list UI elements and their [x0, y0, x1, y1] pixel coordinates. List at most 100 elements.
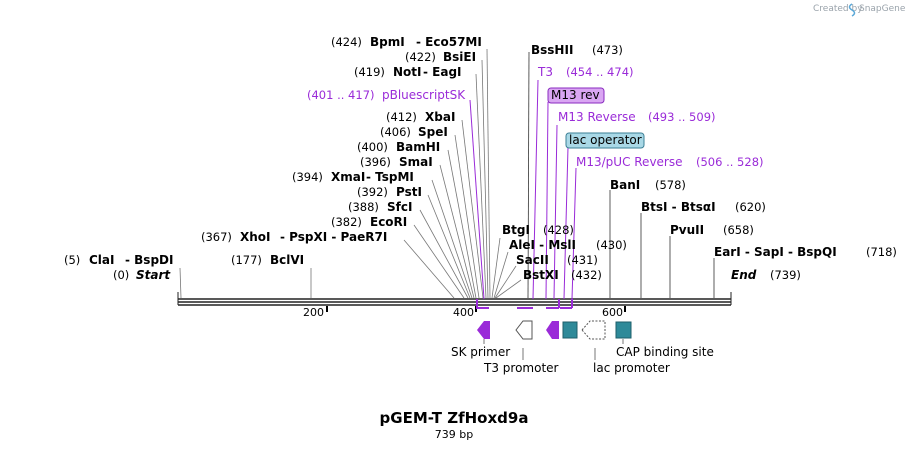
enzyme-name: BpmI [370, 35, 405, 49]
enzyme-pos: (382) [331, 215, 362, 229]
enzyme-name: EcoRI [370, 215, 407, 229]
enzyme-name: EarI - SapI - BspQI [714, 245, 837, 259]
ruler-tick-600: 600 [602, 306, 626, 319]
lac-operator-feature-icon [562, 321, 578, 339]
ruler-label-200: 200 [303, 306, 324, 319]
primer-pos: (493 .. 509) [648, 110, 716, 124]
enzyme-label-bpmi: (424) BpmI - Eco57MI [331, 35, 482, 49]
enzyme-extra: - BspDI [125, 253, 173, 267]
enzyme-name: NotI [393, 65, 422, 79]
enzyme-name: XmaI [331, 170, 365, 184]
enzyme-leader-lines [179, 48, 715, 299]
end-text: End [731, 268, 757, 282]
enzyme-extra: - PspXI - PaeR7I [280, 230, 387, 244]
t3-promoter-arrow-icon [515, 320, 533, 340]
snapgene-logo-icon [848, 3, 856, 17]
enzyme-label-bamhi: (400) BamHI [357, 140, 440, 154]
enzyme-pos: (177) [231, 253, 262, 267]
enzyme-label-xhoi: (367) XhoI - PspXI - PaeR7I [201, 230, 387, 244]
enzyme-label-alei: AleI - MslI (430) [509, 238, 627, 252]
enzyme-label-clai: (5) ClaI - BspDI [64, 253, 173, 267]
enzyme-name: BstXI [523, 268, 559, 282]
enzyme-name: BtsI - BtsαI [641, 200, 716, 214]
primer-name: M13 Reverse [558, 110, 636, 124]
ruler-label-600: 600 [602, 306, 623, 319]
ruler-label-400: 400 [453, 306, 474, 319]
enzyme-label-smai: (396) SmaI [360, 155, 433, 169]
enzyme-label-xmai: (394) XmaI - TspMI [292, 170, 414, 184]
enzyme-label-bclvi: (177) BclVI [231, 253, 304, 267]
ruler-tick-200: 200 [303, 306, 328, 319]
credit-brand: SnapGene [859, 4, 906, 14]
enzyme-pos: (400) [357, 140, 388, 154]
m13-rev-text: M13 rev [551, 88, 600, 102]
enzyme-name: ClaI [89, 253, 114, 267]
enzyme-name: SmaI [399, 155, 433, 169]
primer-name: pBluescriptSK [382, 88, 466, 102]
enzyme-extra: - EagI [423, 65, 462, 79]
enzyme-name: PvuII [670, 223, 704, 237]
enzyme-name: BssHII [531, 43, 573, 57]
enzyme-label-eari: EarI - SapI - BspQI (718) [714, 245, 897, 259]
enzyme-label-noti: (419) NotI - EagI [354, 65, 462, 79]
enzyme-name: XhoI [240, 230, 271, 244]
enzyme-label-pvuii: PvuII (658) [670, 223, 754, 237]
enzyme-label-btsi: BtsI - BtsαI (620) [641, 200, 766, 214]
enzyme-pos: (392) [357, 185, 388, 199]
start-pos: (0) [113, 268, 129, 282]
lac-operator-box: lac operator [565, 132, 645, 149]
enzyme-pos: (412) [386, 110, 417, 124]
backbone [177, 292, 732, 306]
enzyme-pos: (394) [292, 170, 323, 184]
enzyme-pos: (424) [331, 35, 362, 49]
enzyme-pos: (432) [571, 268, 602, 282]
enzyme-name: XbaI [425, 110, 455, 124]
enzyme-name: BanI [610, 178, 640, 192]
enzyme-label-spei: (406) SpeI [380, 125, 448, 139]
enzyme-pos: (422) [405, 50, 436, 64]
enzyme-pos: (718) [866, 245, 897, 259]
m13-primer-arrow-icon [546, 321, 559, 339]
primer-pos: (401 .. 417) [307, 88, 375, 102]
enzyme-pos: (396) [360, 155, 391, 169]
enzyme-label-sacii: SacII (431) [516, 253, 598, 267]
credit-created-by: Created by [813, 4, 863, 14]
primer-label-m13-reverse: M13 Reverse (493 .. 509) [558, 110, 716, 124]
enzyme-pos: (428) [543, 223, 574, 237]
enzyme-name: SfcI [387, 200, 412, 214]
enzyme-pos: (430) [596, 238, 627, 252]
sk-primer-arrow-icon [477, 321, 490, 339]
primer-label-m13-puc-reverse: M13/pUC Reverse (506 .. 528) [576, 155, 764, 169]
start-label: (0) Start [113, 268, 171, 282]
feature-label-sk-primer: SK primer [451, 345, 510, 359]
feature-label-cap-binding-site: CAP binding site [616, 345, 714, 359]
enzyme-extra: - Eco57MI [416, 35, 482, 49]
cap-binding-site-feature-icon [615, 321, 632, 339]
enzyme-label-xbai: (412) XbaI [386, 110, 455, 124]
m13-rev-box: M13 rev [547, 87, 605, 104]
enzyme-name: SacII [516, 253, 549, 267]
enzyme-label-bstxi: BstXI (432) [523, 268, 602, 282]
enzyme-pos: (658) [723, 223, 754, 237]
enzyme-pos: (620) [735, 200, 766, 214]
enzyme-pos: (388) [348, 200, 379, 214]
primer-pos: (506 .. 528) [696, 155, 764, 169]
end-label: End (739) [731, 268, 801, 282]
enzyme-label-sfci: (388) SfcI [348, 200, 412, 214]
primer-name: T3 [537, 65, 553, 79]
enzyme-pos: (419) [354, 65, 385, 79]
enzyme-label-ecori: (382) EcoRI [331, 215, 407, 229]
enzyme-label-btgi: BtgI (428) [502, 223, 574, 237]
primer-label-t3: T3 (454 .. 474) [537, 65, 634, 79]
ruler-tick-400: 400 [453, 306, 477, 319]
enzyme-pos: (578) [655, 178, 686, 192]
enzyme-name: BsiEI [443, 50, 476, 64]
map-title: pGEM-T ZfHoxd9a [380, 409, 529, 427]
enzyme-label-bsshii: BssHII (473) [531, 43, 623, 57]
enzyme-pos: (406) [380, 125, 411, 139]
enzyme-label-psti: (392) PstI [357, 185, 422, 199]
enzyme-label-bani: BanI (578) [610, 178, 686, 192]
enzyme-pos: (431) [567, 253, 598, 267]
lac-promoter-arrow-icon [581, 320, 606, 340]
